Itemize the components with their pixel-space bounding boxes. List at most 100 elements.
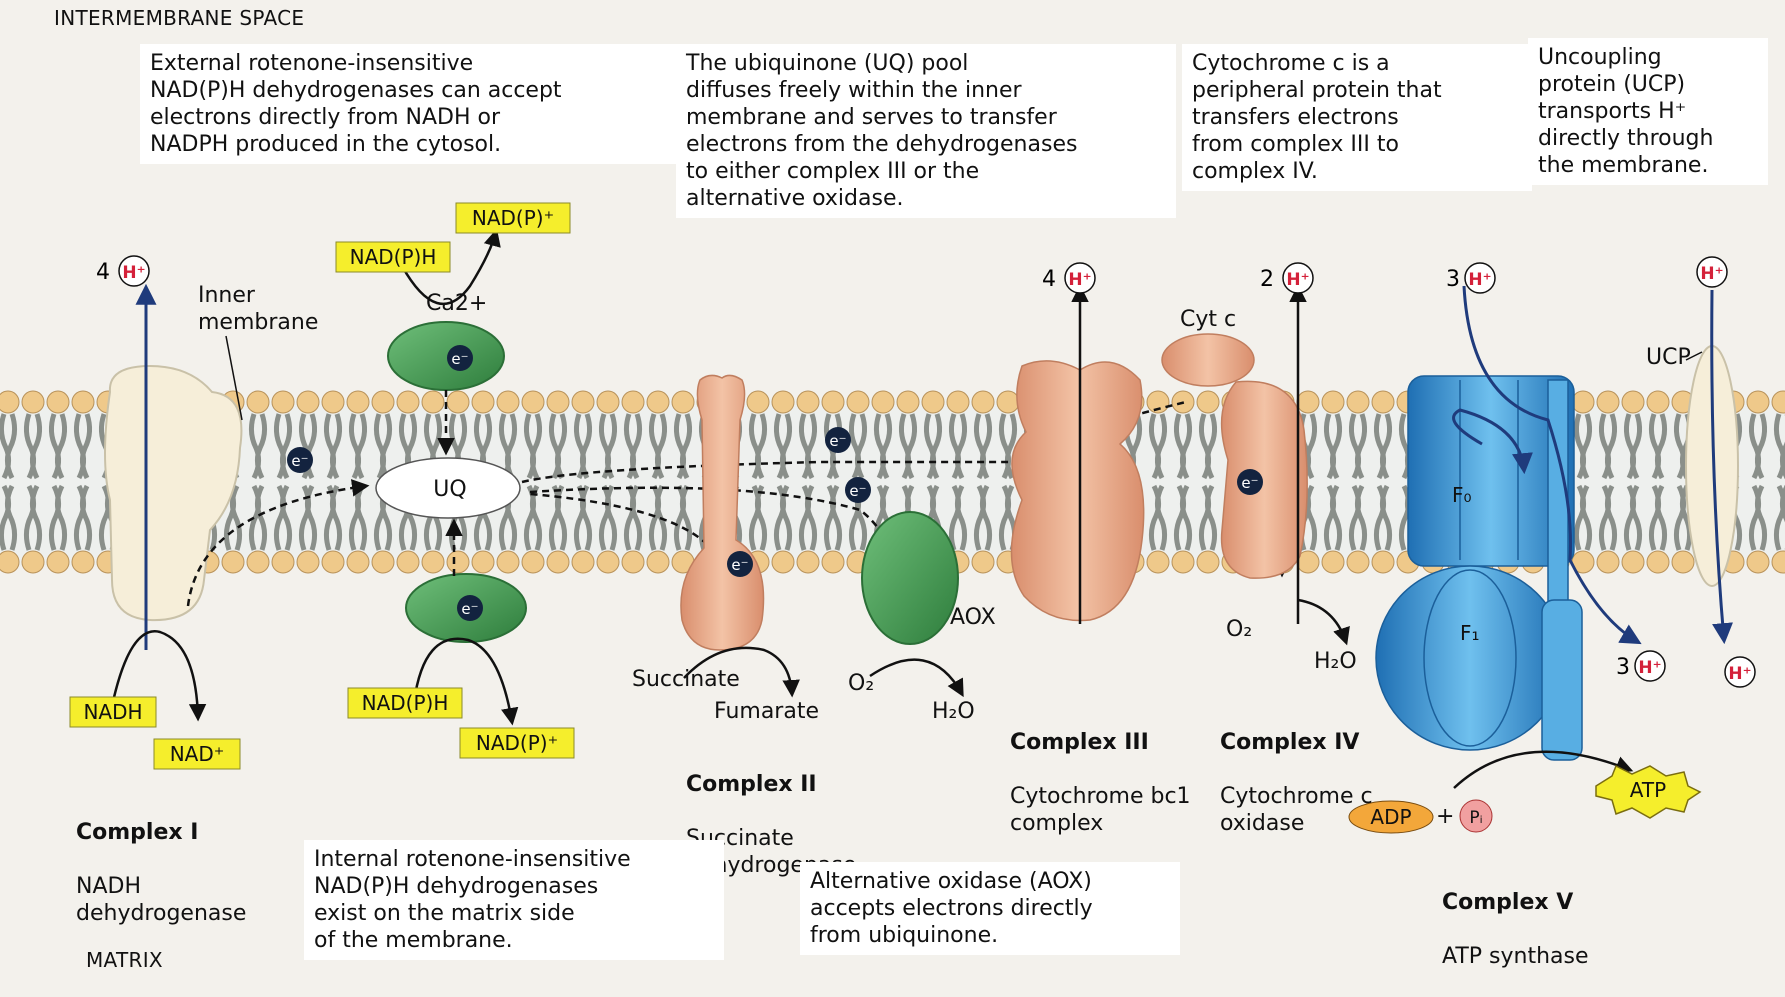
lipid-head: [47, 391, 69, 413]
electron-int-ndh: e⁻: [457, 595, 483, 621]
lipid-head: [397, 391, 419, 413]
lipid-head: [1197, 551, 1219, 573]
proton-symbol: H⁺: [1068, 270, 1091, 290]
ucp-label: UCP: [1646, 345, 1691, 370]
f1-label: F₁: [1460, 621, 1480, 645]
lipid-head: [672, 391, 694, 413]
int-nadp-label-box: NAD(P)⁺: [460, 728, 574, 758]
lipid-head: [297, 391, 319, 413]
ext-nadp-label-box: NAD(P)⁺: [456, 203, 570, 233]
lipid-head: [497, 391, 519, 413]
lipid-head: [547, 551, 569, 573]
proton-count-c1: 4: [96, 260, 110, 285]
proton-count-c4: 2: [1260, 267, 1274, 292]
electron-label: e⁻: [829, 432, 846, 450]
complex-i-name: NADH dehydrogenase: [76, 873, 246, 927]
electron-c4: e⁻: [1237, 469, 1263, 495]
lipid-head: [947, 391, 969, 413]
lipid-head: [1197, 391, 1219, 413]
proton-ucp-top: H⁺: [1697, 257, 1727, 287]
lipid-head: [372, 391, 394, 413]
inner-membrane-label: Inner membrane: [198, 282, 318, 336]
complex-iii-name: Cytochrome bc1 complex: [1010, 783, 1191, 837]
proton-symbol: H⁺: [1728, 664, 1751, 684]
complex-i: [105, 366, 241, 620]
electron-label: e⁻: [1241, 474, 1258, 492]
proton-c4: 2 H⁺: [1260, 263, 1313, 293]
int-nadph-label-box: NAD(P)H: [348, 688, 462, 718]
h2o-c4-label: H₂O: [1314, 649, 1357, 674]
complex-v-caption: Complex V ATP synthase: [1442, 862, 1589, 997]
internal-ndh-note: Internal rotenone-insensitive NAD(P)H de…: [304, 840, 724, 960]
ext-nadph-label-box: NAD(P)H: [336, 242, 450, 272]
electron-uq-1: e⁻: [825, 427, 851, 453]
complex-iv-caption: Complex IV Cytochrome c oxidase: [1220, 702, 1373, 864]
proton-count-c5-bottom: 3: [1616, 655, 1630, 680]
lipid-head: [272, 551, 294, 573]
alternative-oxidase: [862, 512, 958, 644]
lipid-head: [1347, 391, 1369, 413]
lipid-head: [1622, 391, 1644, 413]
lipid-head: [747, 391, 769, 413]
lipid-head: [1372, 551, 1394, 573]
ext-nadp-label: NAD(P)⁺: [472, 206, 554, 230]
electron-c2: e⁻: [727, 551, 753, 577]
lipid-head: [997, 391, 1019, 413]
complex-iv: [1222, 381, 1308, 578]
fo-label: F₀: [1452, 483, 1472, 507]
calcium-label: Ca2+: [426, 291, 487, 316]
lipid-head: [922, 391, 944, 413]
proton-count-c3: 4: [1042, 267, 1056, 292]
lipid-head: [547, 391, 569, 413]
lipid-head: [22, 551, 44, 573]
lipid-head: [647, 551, 669, 573]
proton-symbol: H⁺: [1468, 270, 1491, 290]
lipid-head: [597, 551, 619, 573]
complex-iv-name: Cytochrome c oxidase: [1220, 783, 1373, 837]
lipid-head: [1747, 551, 1769, 573]
nad-plus-label-box: NAD⁺: [154, 739, 240, 769]
lipid-head: [1147, 551, 1169, 573]
complex-iii-title: Complex III: [1010, 729, 1191, 756]
complex-ii-title: Complex II: [686, 771, 856, 798]
pi-label: Pᵢ: [1469, 808, 1482, 828]
lipid-head: [1322, 391, 1344, 413]
int-nadph-label: NAD(P)H: [362, 691, 449, 715]
proton-c5-top: 3 H⁺: [1446, 263, 1495, 293]
lipid-head: [597, 391, 619, 413]
lipid-head: [1347, 551, 1369, 573]
lipid-head: [422, 551, 444, 573]
lipid-head: [397, 551, 419, 573]
nad-plus-label: NAD⁺: [170, 742, 225, 766]
int-nadp-label: NAD(P)⁺: [476, 731, 558, 755]
lipid-head: [347, 391, 369, 413]
electron-label: e⁻: [849, 482, 866, 500]
lipid-head: [247, 391, 269, 413]
complex-iii: [1011, 361, 1143, 621]
proton-symbol: H⁺: [1286, 270, 1309, 290]
lipid-head: [522, 551, 544, 573]
adp-label: ADP: [1370, 805, 1411, 829]
lipid-head: [572, 551, 594, 573]
proton-c5-bottom: 3 H⁺: [1616, 651, 1665, 681]
lipid-head: [47, 551, 69, 573]
lipid-head: [797, 391, 819, 413]
proton-symbol: H⁺: [1638, 658, 1661, 678]
lipid-head: [522, 391, 544, 413]
external-ndh: [388, 322, 504, 390]
lipid-head: [572, 391, 594, 413]
lipid-head: [1297, 391, 1319, 413]
respiratory-chain-diagram: e⁻ e⁻ e⁻ e⁻ e⁻ e⁻ e⁻ UQ Ca2+ Cyt c UCP A…: [0, 0, 1785, 974]
lipid-head: [0, 551, 19, 573]
lipid-head: [622, 551, 644, 573]
lipid-head: [72, 551, 94, 573]
proton-count-c5-top: 3: [1446, 267, 1460, 292]
lipid-head: [1597, 551, 1619, 573]
lipid-head: [772, 551, 794, 573]
fumarate-label: Fumarate: [714, 699, 819, 724]
proton-symbol: H⁺: [1700, 264, 1723, 284]
lipid-head: [72, 391, 94, 413]
lipid-head: [222, 551, 244, 573]
cyt-c-label: Cyt c: [1180, 307, 1236, 332]
electron-label: e⁻: [731, 556, 748, 574]
